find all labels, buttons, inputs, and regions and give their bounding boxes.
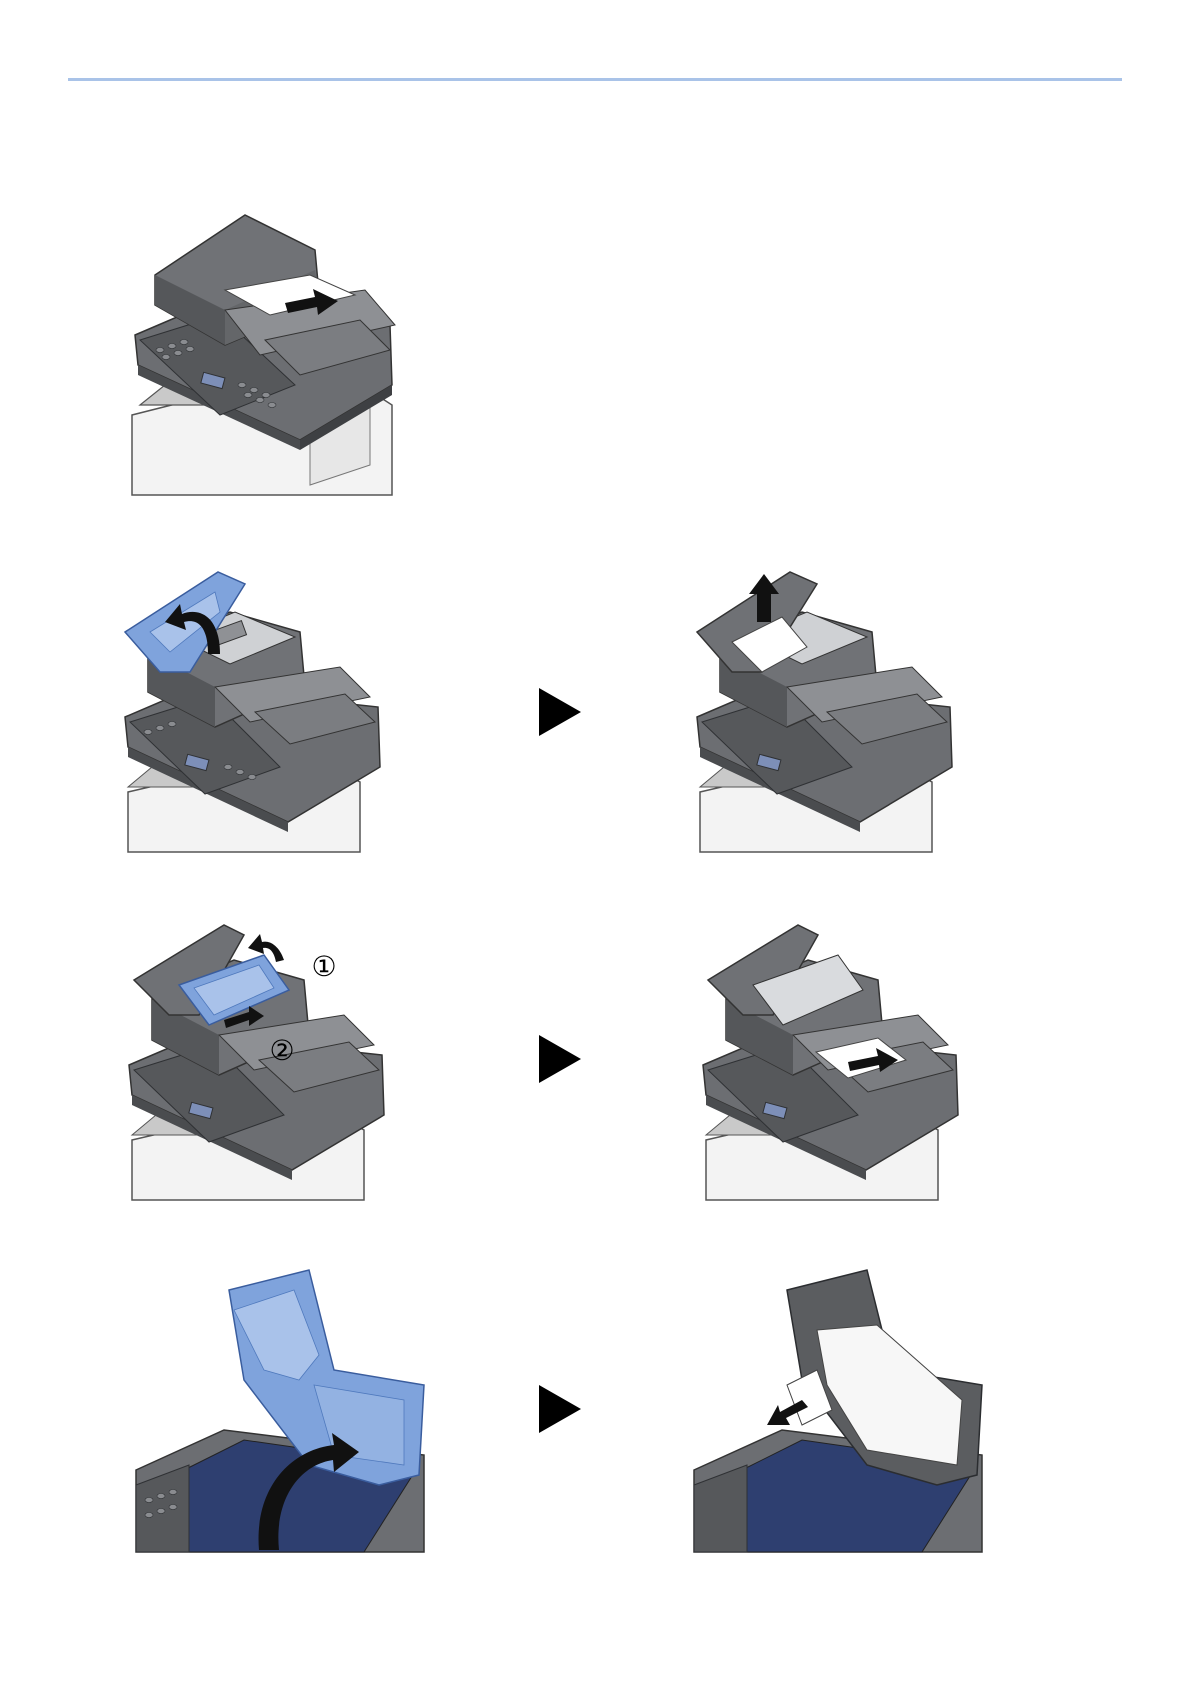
next-step-arrow — [539, 688, 581, 736]
header-rule — [68, 78, 1122, 81]
callout-1: ① — [306, 950, 342, 986]
printer-illustration-step-1 — [130, 215, 430, 495]
callout-2: ② — [264, 1034, 300, 1070]
printer-illustration-step-2b — [692, 572, 1002, 852]
printer-illustration-step-3b — [698, 920, 1008, 1200]
printer-illustration-step-4b — [692, 1270, 992, 1552]
next-step-arrow — [539, 1385, 581, 1433]
printer-illustration-step-4a — [134, 1270, 434, 1552]
printer-illustration-step-2a — [120, 572, 430, 852]
svg-text:①: ① — [311, 951, 336, 982]
svg-text:②: ② — [269, 1035, 294, 1066]
next-step-arrow — [539, 1035, 581, 1083]
